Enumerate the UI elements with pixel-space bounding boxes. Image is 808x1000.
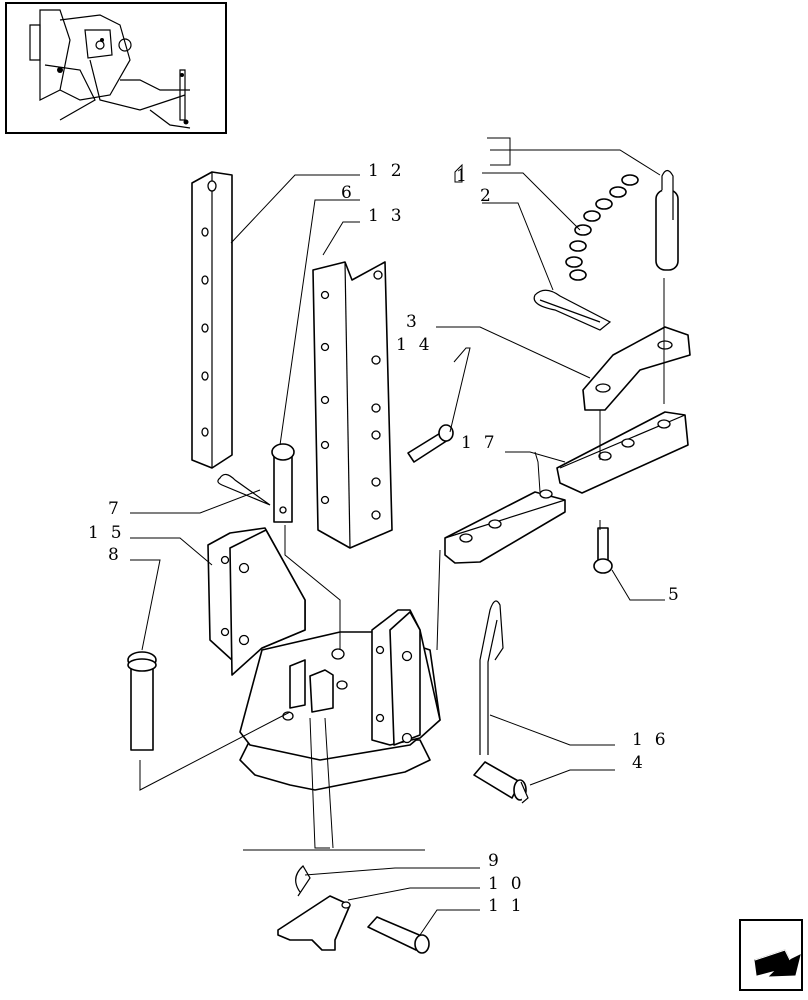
part-12-plate [191, 171, 233, 469]
part-14-bolt [407, 424, 454, 463]
part-6-pin [271, 443, 295, 523]
next-page-arrow-button[interactable] [739, 919, 803, 991]
part-7-clip [217, 473, 271, 506]
callout-4: 4 [632, 753, 655, 773]
part-13-angle-bar [312, 261, 393, 549]
angle-bar-holes [320, 270, 383, 520]
callout-7: 7 [108, 499, 131, 519]
part-4-pin [473, 761, 529, 804]
callout-6: 6 [341, 183, 364, 203]
part-15-bracket [207, 527, 306, 676]
plate-holes [201, 180, 217, 437]
spring-clip [533, 289, 612, 331]
part-11-pin [367, 916, 430, 954]
callout-11: 11 [488, 896, 533, 916]
callout-9: 9 [488, 851, 511, 871]
callout-1: 1 [456, 166, 479, 186]
part-16-hairpin-clip [479, 600, 504, 755]
part-2-chain [565, 174, 639, 281]
part-3-bracket [582, 326, 691, 411]
locator-thumbnail [5, 2, 227, 134]
base-plate-assembly [239, 609, 441, 791]
callout-labels: 1 2 3 4 5 6 7 8 9 10 11 12 13 14 15 16 1… [88, 161, 691, 916]
callout-8: 8 [108, 545, 131, 565]
callout-12: 12 [368, 161, 413, 181]
part-10-bracket [277, 895, 351, 951]
leader-lines [130, 137, 665, 936]
part-17-drawbar [444, 411, 689, 564]
callout-3: 3 [406, 312, 429, 332]
callout-14: 14 [396, 335, 441, 355]
callout-2: 2 [480, 186, 503, 206]
callout-5: 5 [668, 585, 691, 605]
arrow-icon [754, 949, 801, 977]
callout-15: 15 [88, 523, 133, 543]
part-8-pin [127, 651, 157, 751]
callout-17: 17 [461, 433, 506, 453]
part-5-bolt [593, 527, 613, 574]
callout-13: 13 [368, 206, 413, 226]
callout-16: 16 [632, 730, 677, 750]
part-1-loop-pin [655, 169, 679, 271]
callout-10: 10 [488, 874, 533, 894]
part-9-clip [295, 865, 311, 897]
